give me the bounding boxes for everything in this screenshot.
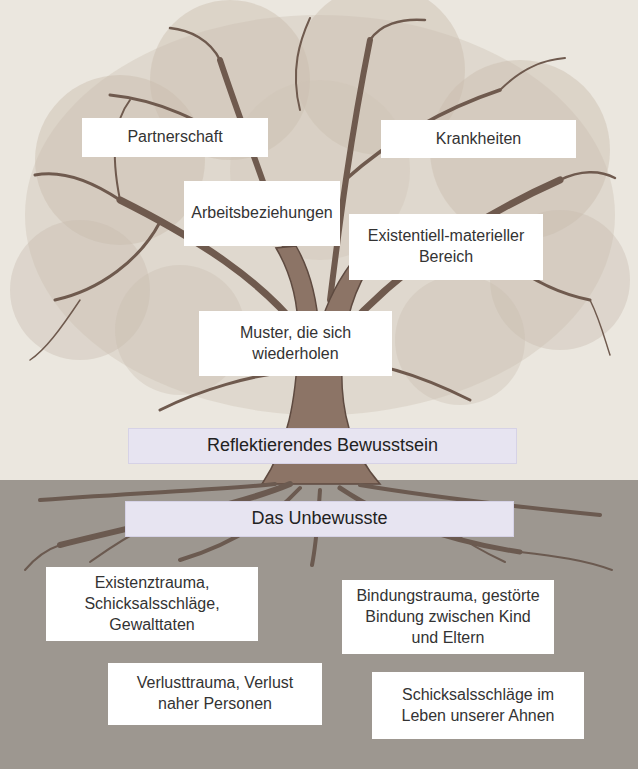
label-box: Arbeitsbeziehungen	[184, 181, 340, 246]
canopy	[10, 0, 630, 415]
label-box: Schicksalsschläge im Leben unserer Ahnen	[372, 672, 584, 739]
label-box: Muster, die sich wiederholen	[199, 311, 392, 376]
soil-ground	[0, 480, 638, 769]
branches	[30, 18, 615, 410]
label-box: Existenztrauma, Schicksalsschläge, Gewal…	[46, 567, 258, 641]
node-text: Muster, die sich wiederholen	[209, 323, 382, 365]
node-text: Reflektierendes Bewusstsein	[207, 435, 438, 457]
roots	[25, 484, 612, 570]
node-text: Partnerschaft	[127, 127, 222, 148]
label-box: Partnerschaft	[82, 118, 268, 157]
label-box: Existentiell-materieller Bereich	[349, 214, 543, 280]
node-text: Schicksalsschläge im Leben unserer Ahnen	[382, 685, 574, 727]
level-band: Das Unbewusste	[125, 501, 514, 537]
node-text: Existentiell-materieller Bereich	[359, 226, 533, 268]
label-box: Bindungstrauma, gestörte Bindung zwische…	[342, 580, 554, 654]
node-text: Arbeitsbeziehungen	[191, 203, 332, 224]
node-text: Existenztrauma, Schicksalsschläge, Gewal…	[56, 573, 248, 635]
label-box: Verlusttrauma, Verlust naher Personen	[108, 663, 322, 725]
node-text: Verlusttrauma, Verlust naher Personen	[118, 673, 312, 715]
node-text: Das Unbewusste	[251, 508, 387, 530]
node-text: Bindungstrauma, gestörte Bindung zwische…	[352, 586, 544, 648]
label-box: Krankheiten	[381, 120, 576, 158]
node-text: Krankheiten	[436, 129, 521, 150]
level-band: Reflektierendes Bewusstsein	[128, 428, 517, 464]
